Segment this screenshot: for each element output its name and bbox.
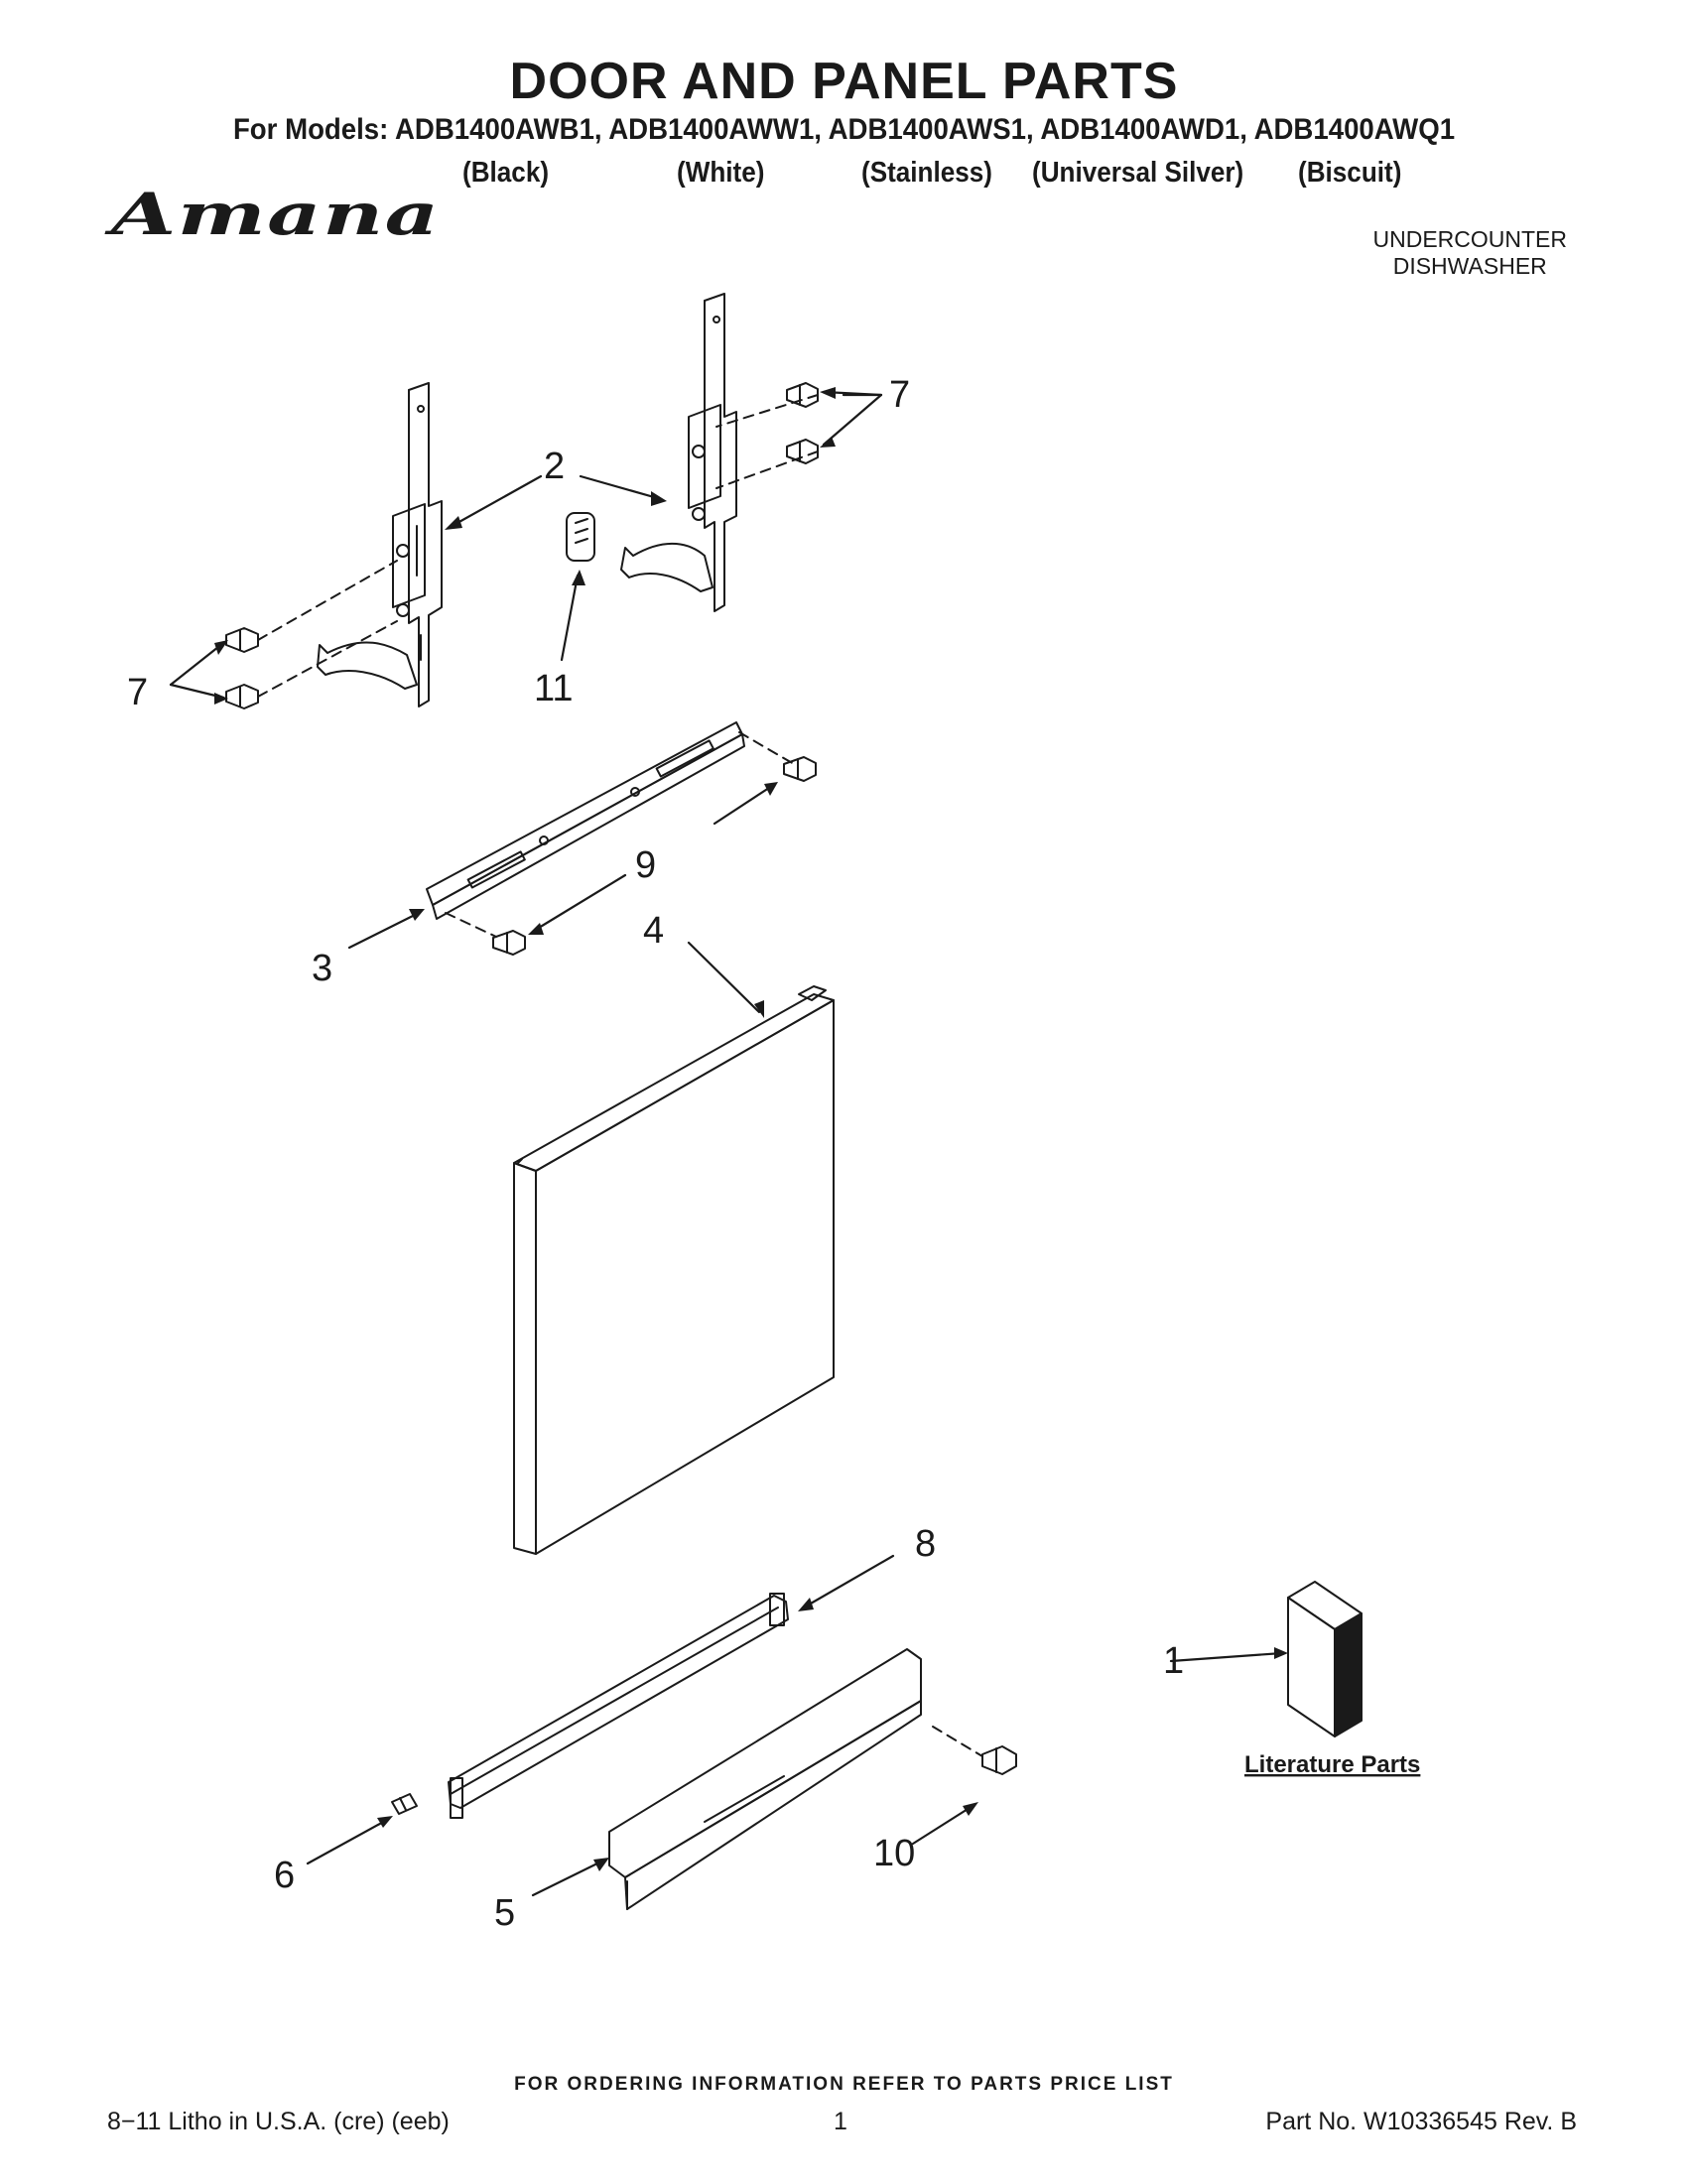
callout-3: 3 <box>312 948 332 989</box>
callout-10: 10 <box>873 1833 915 1874</box>
hinge-bracket-right <box>620 293 737 612</box>
trim-strip <box>448 1593 789 1819</box>
toe-panel <box>608 1648 922 1910</box>
brand-logo: Amana <box>111 181 441 248</box>
screw-7-lower-left-b <box>225 684 259 709</box>
mounting-rail <box>426 721 745 920</box>
screw-7-lower-left-a <box>225 627 259 653</box>
literature-parts-label: Literature Parts <box>1244 1751 1420 1778</box>
product-line-1: UNDERCOUNTER <box>1372 226 1568 252</box>
part-number: Part No. W10336545 Rev. B <box>1265 2108 1577 2135</box>
screw-7-upper-right-b <box>786 439 819 464</box>
page-number: 1 <box>834 2108 847 2135</box>
product-line-2: DISHWASHER <box>1392 253 1547 279</box>
hinge-clip <box>566 512 595 562</box>
screw-9-left <box>492 930 526 956</box>
callout-11: 11 <box>534 668 573 709</box>
door-panel <box>513 985 835 1555</box>
literature-booklet <box>1287 1581 1363 1737</box>
variant-black: (Black) <box>462 157 550 189</box>
alignment-lines <box>257 394 983 1757</box>
callout-4: 4 <box>643 910 664 952</box>
variant-universal-silver: (Universal Silver) <box>1032 157 1244 189</box>
leader-lines <box>169 390 1284 1897</box>
callout-2: 2 <box>544 446 565 487</box>
screw-9-right <box>783 756 817 782</box>
arrow-heads <box>214 387 1288 1871</box>
hinge-bracket-left <box>317 382 443 707</box>
product-type: UNDERCOUNTER DISHWASHER <box>1373 226 1568 280</box>
callout-9: 9 <box>635 844 656 886</box>
callout-7-upper: 7 <box>889 374 910 416</box>
callout-8: 8 <box>915 1523 936 1565</box>
variant-biscuit: (Biscuit) <box>1298 157 1402 189</box>
models-line: For Models: ADB1400AWB1, ADB1400AWW1, AD… <box>232 113 1456 146</box>
clip-part-6 <box>391 1793 418 1815</box>
variant-stainless: (Stainless) <box>861 157 993 189</box>
screw-10 <box>981 1745 1017 1775</box>
callout-7-lower: 7 <box>127 672 148 713</box>
callout-5: 5 <box>494 1892 515 1934</box>
callout-6: 6 <box>274 1855 295 1896</box>
print-info: 8−11 Litho in U.S.A. (cre) (eeb) <box>107 2108 450 2135</box>
callout-1: 1 <box>1163 1640 1184 1682</box>
page-title: DOOR AND PANEL PARTS <box>509 53 1179 110</box>
variant-white: (White) <box>677 157 765 189</box>
ordering-info: FOR ORDERING INFORMATION REFER TO PARTS … <box>514 2074 1174 2095</box>
